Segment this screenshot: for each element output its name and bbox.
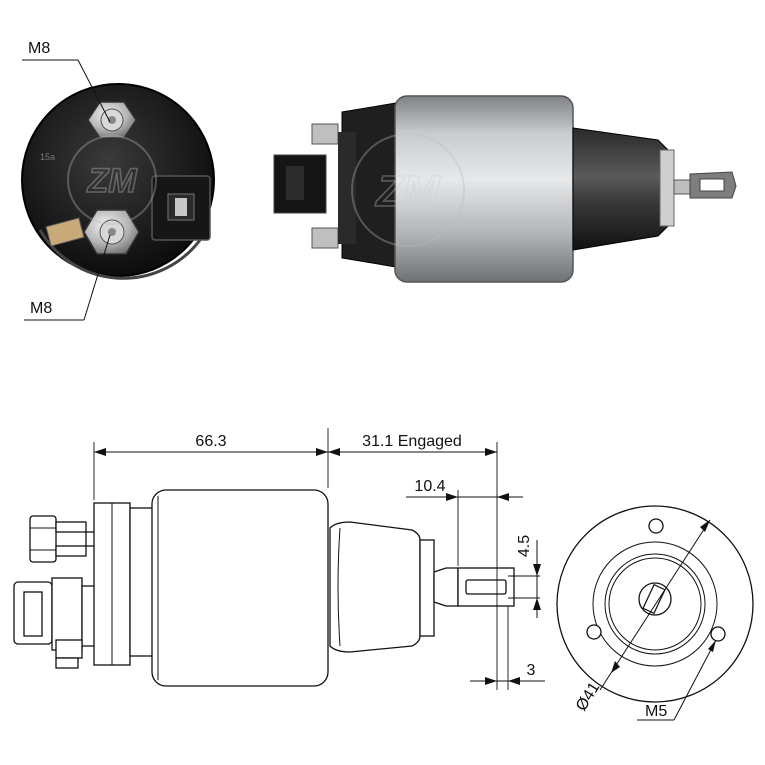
end-cap-rim xyxy=(38,229,202,280)
side-view-photo: ZM xyxy=(273,95,737,283)
mount-hole-top xyxy=(648,518,664,534)
label-m8-top: M8 xyxy=(28,40,50,57)
callout-m8-bottom: M8 xyxy=(24,234,111,321)
dim-body-length: 66.3 xyxy=(195,433,226,450)
end-technical-drawing: Ø41 M5 xyxy=(556,505,754,721)
dim-eyelet-thickness: 3 xyxy=(527,662,536,679)
bottom-terminal-stud xyxy=(45,209,140,255)
side-technical-drawing: 66.3 31.1 Engaged 10.4 4.5 3 xyxy=(13,428,545,690)
drawing-body xyxy=(151,489,329,687)
mount-hole-left xyxy=(586,624,602,640)
top-terminal-stud xyxy=(87,101,137,139)
label-m5: M5 xyxy=(645,703,667,720)
callout-m8-top: M8 xyxy=(22,40,111,123)
dim-stroke-engaged: 31.1 Engaged xyxy=(362,433,462,450)
svg-text:ZM: ZM xyxy=(86,162,137,200)
signal-connector xyxy=(151,175,211,241)
watermark-logo-side: ZM xyxy=(351,133,465,247)
watermark-logo: ZM xyxy=(67,135,157,225)
svg-text:ZM: ZM xyxy=(374,167,441,216)
mount-hole-right xyxy=(710,626,726,642)
dim-eyelet-offset: 10.4 xyxy=(414,478,445,495)
dim-eyelet-hole: 4.5 xyxy=(516,535,533,557)
end-view-photo: 15a ZM xyxy=(21,83,215,280)
svg-text:15a: 15a xyxy=(40,152,55,162)
label-m8-bottom: M8 xyxy=(30,300,52,317)
side-nose xyxy=(572,127,669,251)
